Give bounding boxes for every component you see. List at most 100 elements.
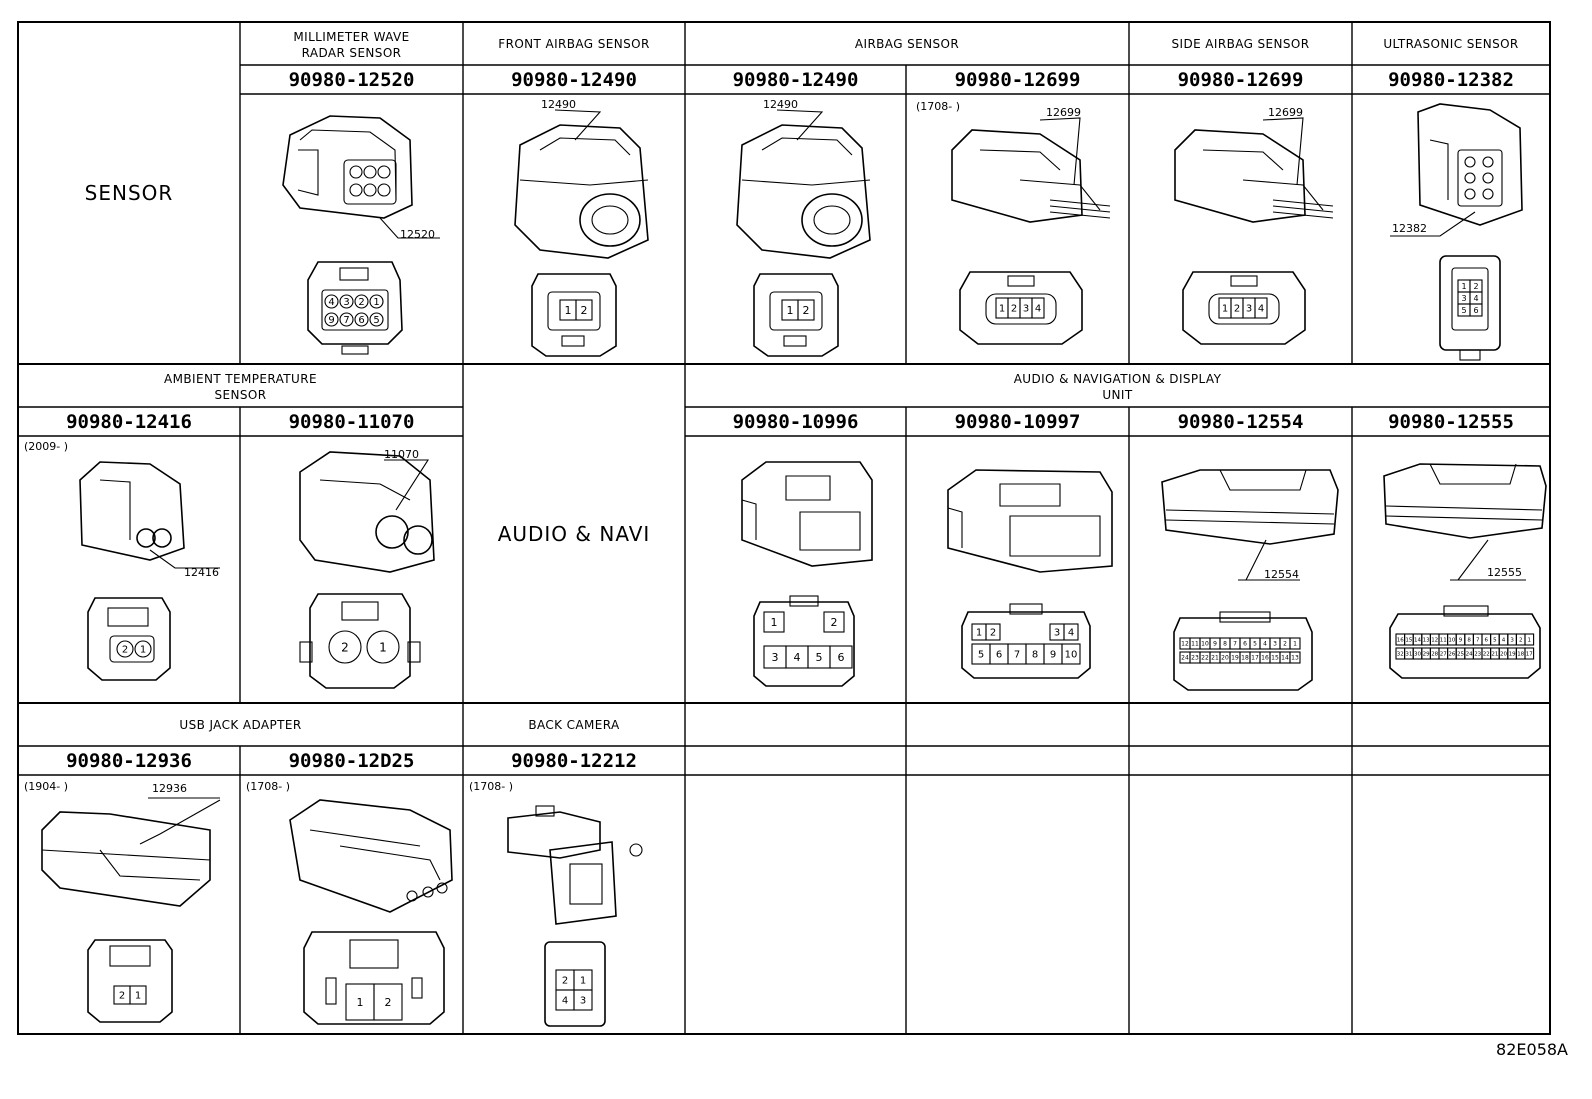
pin-number: 3 [1023, 304, 1029, 315]
pin-cell [339, 312, 354, 327]
pin-number: 3 [772, 651, 779, 664]
date-note: (1904- ) [24, 780, 69, 793]
pin-number: 23 [1191, 655, 1199, 662]
pin-number: 9 [1050, 650, 1056, 661]
pin-number: 25 [1457, 651, 1464, 657]
pin-number: 5 [373, 315, 379, 326]
connector-12699-face [959, 271, 1083, 345]
pin-cell [829, 645, 853, 669]
connector-12382-illustration [1390, 103, 1523, 237]
pin-number: 24 [1466, 651, 1473, 657]
callout-label: 12490 [763, 98, 798, 111]
connector-12699-illustration [951, 117, 1111, 223]
pin-number: 20 [1500, 651, 1507, 657]
callout-label: 12554 [1264, 568, 1299, 581]
header-line: SENSOR [214, 387, 267, 402]
pin-number: 3 [1246, 304, 1252, 315]
pin-number: 6 [838, 651, 845, 664]
pin-number: 2 [358, 297, 364, 308]
pin-number: 9 [328, 315, 334, 326]
pin-cell [1524, 633, 1535, 646]
header-front-airbag-sensor: FRONT AIRBAG SENSOR [498, 36, 650, 51]
callout-label: 12936 [152, 782, 187, 795]
part-number: 90980-12212 [511, 749, 637, 772]
connector-12490-face [531, 273, 617, 357]
pin-number: 22 [1201, 655, 1209, 662]
pin-number: 14 [1414, 637, 1421, 643]
connector-11070-illustration [299, 451, 435, 573]
pin-number: 1 [140, 645, 146, 656]
pin-number: 12 [1181, 641, 1189, 648]
pin-number: 22 [1483, 651, 1490, 657]
part-number: 90980-10997 [954, 410, 1081, 433]
pin-number: 2 [119, 991, 125, 1002]
pin-cell [985, 623, 1001, 641]
pin-number: 4 [1068, 628, 1074, 639]
connector-12416-illustration [79, 461, 220, 569]
pin-number: 2 [990, 628, 996, 639]
pin-number: 5 [1493, 637, 1497, 643]
pin-number: 3 [1273, 641, 1277, 648]
pin-number: 4 [562, 996, 568, 1007]
pin-cell [1061, 643, 1081, 665]
sensor-category-label: SENSOR [84, 181, 174, 205]
pin-number: 2 [581, 304, 588, 317]
pin-number: 7 [1014, 650, 1020, 661]
pin-number: 16 [1261, 655, 1269, 662]
pin-number: 4 [1035, 304, 1041, 315]
pin-number: 26 [1448, 651, 1455, 657]
connector-12520-face [307, 261, 403, 355]
date-note: (1708- ) [246, 780, 291, 793]
callout-label: 12699 [1046, 106, 1081, 119]
pin-cell [134, 640, 152, 658]
pin-number: 7 [343, 315, 349, 326]
pin-number: 1 [357, 996, 364, 1009]
pin-cell [366, 630, 400, 664]
pin-number: 2 [122, 645, 128, 656]
part-number: 90980-12490 [732, 68, 859, 91]
pin-number: 31 [1405, 651, 1412, 657]
connector-10997-face [961, 603, 1091, 679]
pin-number: 6 [358, 315, 364, 326]
pin-number: 2 [831, 616, 838, 629]
diagram-code: 82E058A [1496, 1040, 1568, 1059]
connector-12555-face [1389, 605, 1541, 679]
pin-number: 24 [1181, 655, 1189, 662]
pin-cell [797, 299, 815, 321]
date-note: (1708- ) [916, 100, 961, 113]
pin-number: 2 [1011, 304, 1017, 315]
header-line: AMBIENT TEMPERATURE [164, 371, 317, 386]
pin-cell [1524, 647, 1535, 660]
pin-cell [328, 630, 362, 664]
header-ambient-temperature-sensor: AMBIENT TEMPERATURE SENSOR [18, 366, 463, 407]
pin-cell [1469, 303, 1483, 317]
date-note: (1708- ) [469, 780, 514, 793]
pin-number: 19 [1509, 651, 1516, 657]
pin-number: 5 [1253, 641, 1257, 648]
pin-number: 1 [1293, 641, 1297, 648]
callout-label: 12699 [1268, 106, 1303, 119]
part-number: 90980-12936 [66, 749, 192, 772]
pin-number: 8 [1467, 637, 1471, 643]
pin-number: 14 [1281, 655, 1289, 662]
part-number: 90980-12699 [954, 68, 1081, 91]
header-ultrasonic-sensor: ULTRASONIC SENSOR [1383, 36, 1519, 51]
pin-number: 20 [1221, 655, 1229, 662]
pin-number: 2 [562, 976, 568, 987]
pin-number: 10 [1065, 650, 1078, 661]
pin-cell [324, 294, 339, 309]
pin-cell [575, 299, 593, 321]
pin-cell [369, 294, 384, 309]
pin-number: 21 [1211, 655, 1219, 662]
pin-number: 16 [1397, 637, 1404, 643]
pin-number: 4 [1263, 641, 1267, 648]
pin-number: 1 [1461, 282, 1466, 291]
pin-number: 18 [1241, 655, 1249, 662]
pin-number: 2 [385, 996, 392, 1009]
pin-number: 1 [580, 976, 586, 987]
pin-number: 13 [1291, 655, 1299, 662]
pin-cell [1063, 623, 1079, 641]
pin-number: 1 [135, 991, 141, 1002]
